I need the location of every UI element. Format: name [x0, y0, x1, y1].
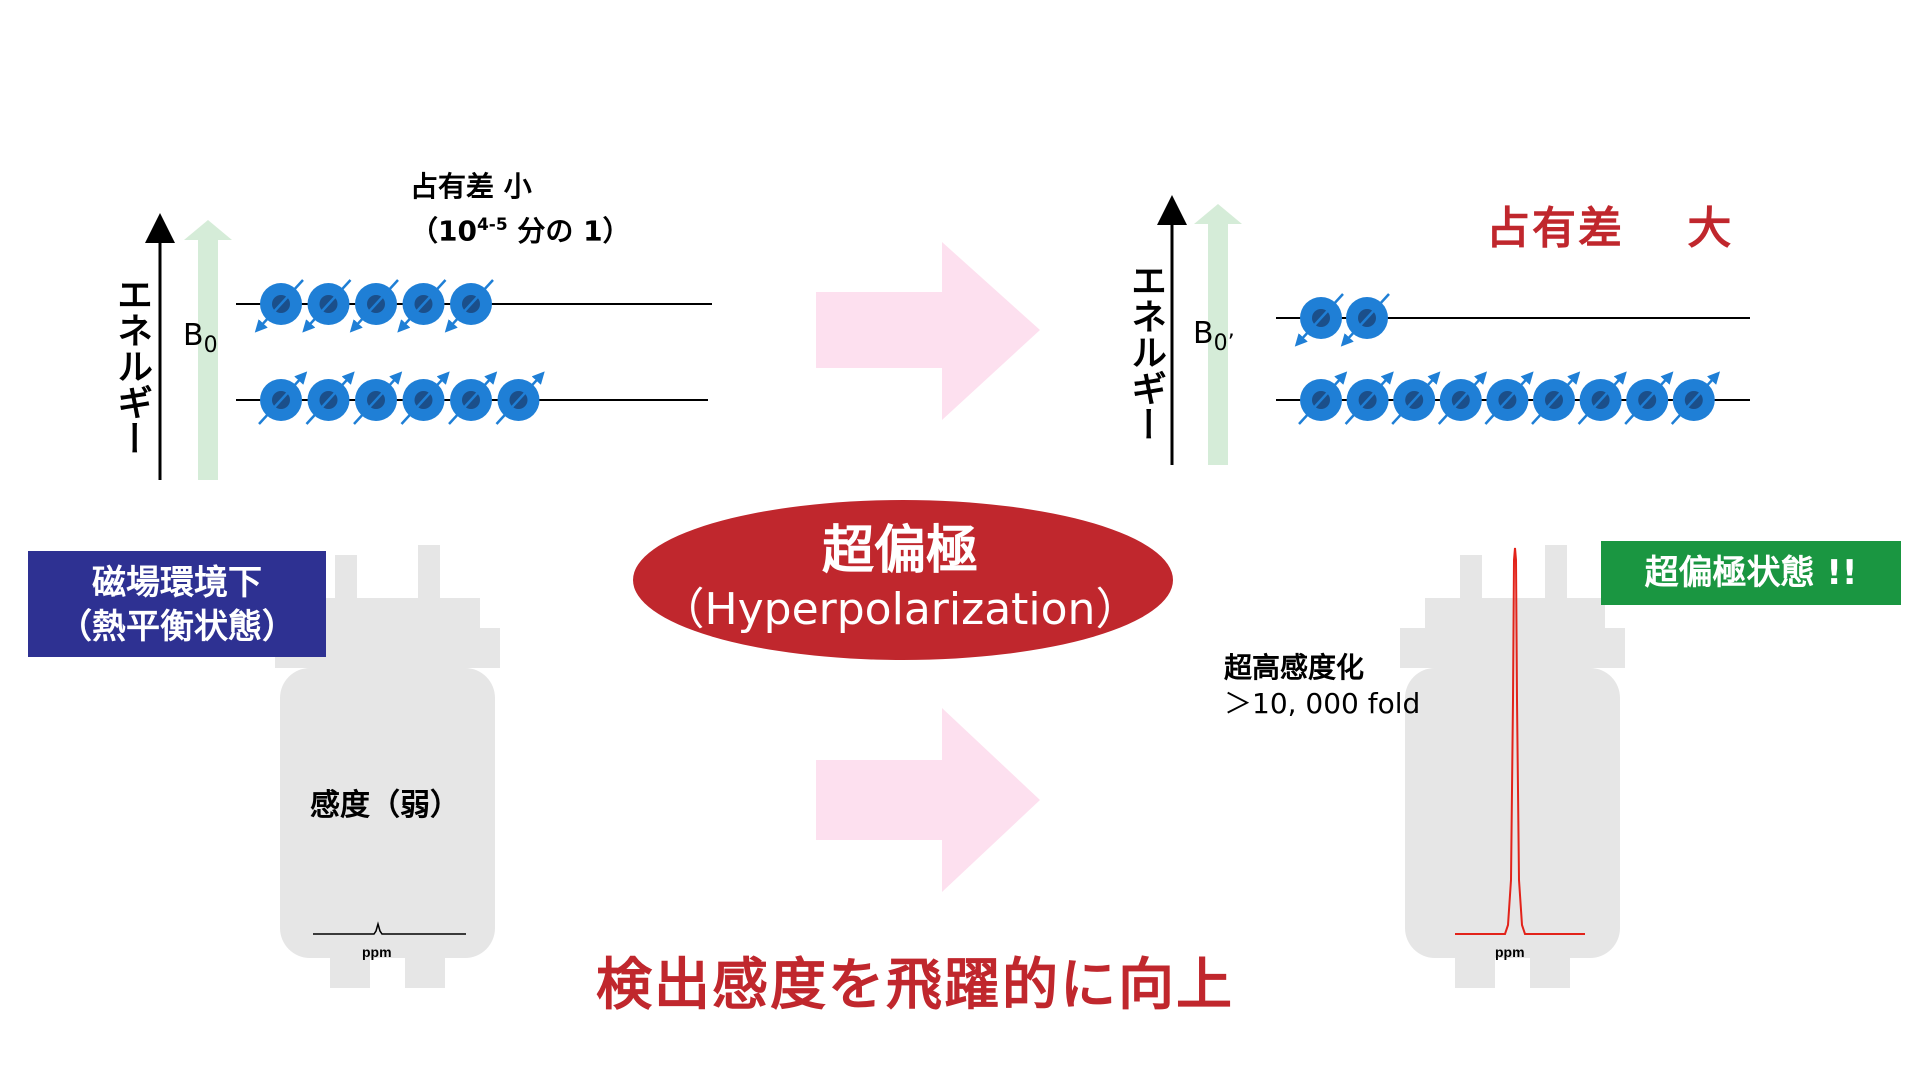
- spin-left-upper: [254, 279, 304, 333]
- spin-right-lower: [1624, 371, 1674, 425]
- bottom-message: 検出感度を飛躍的に向上: [596, 953, 1234, 1018]
- field-arrow-right: [1194, 204, 1242, 465]
- spin-right-lower: [1484, 371, 1534, 425]
- sensitivity-weak-label: 感度（弱）: [310, 788, 460, 823]
- spin-right-lower: [1298, 371, 1348, 425]
- spin-left-lower: [353, 371, 403, 425]
- field-subscript: 0’: [1213, 331, 1235, 356]
- field-subscript: 0: [203, 333, 218, 358]
- field-symbol: B: [183, 318, 204, 353]
- spin-left-lower: [305, 371, 355, 425]
- field-symbol: B: [1193, 316, 1214, 351]
- transition-arrow-top: [816, 242, 1040, 420]
- ratio-exponent: 4-5: [476, 215, 508, 235]
- badge-line-1: 磁場環境下: [92, 563, 262, 603]
- transition-arrow-bottom: [816, 708, 1040, 892]
- occupancy-difference-large: 占有差 大: [1486, 203, 1734, 254]
- ratio-prefix: （10: [410, 214, 477, 248]
- hyperpolarization-subtitle: （Hyperpolarization）: [660, 584, 1140, 635]
- ppm-label-left: ppm: [362, 944, 392, 960]
- spin-left-lower: [495, 371, 545, 425]
- population-ratio: （104-5 分の 1）: [410, 206, 631, 250]
- spin-right-upper: [1340, 293, 1390, 347]
- occupancy-difference-small: 占有差 小: [410, 170, 532, 203]
- hyperpolarization-title: 超偏極: [821, 521, 978, 581]
- occupancy-small-label: 占有差 小 （104-5 分の 1）: [410, 168, 631, 250]
- spin-groups: [254, 279, 1721, 425]
- field-label-left: B0: [183, 318, 218, 358]
- spin-left-upper: [444, 279, 494, 333]
- spin-left-upper: [349, 279, 399, 333]
- spectrum-left: [313, 921, 466, 935]
- spin-left-upper: [397, 279, 447, 333]
- magnet-left: [275, 545, 500, 988]
- spin-right-lower: [1577, 371, 1627, 425]
- hyperpolarization-ellipse: [633, 500, 1173, 660]
- spin-right-lower: [1531, 371, 1581, 425]
- spin-right-lower: [1670, 371, 1721, 425]
- energy-axis-label-left: エネルギー: [111, 276, 152, 456]
- badge-line-2: （熱平衡状態）: [58, 607, 296, 647]
- spin-right-upper: [1294, 293, 1344, 347]
- spin-right-lower: [1344, 371, 1394, 425]
- energy-axis-label-right: エネルギー: [1125, 262, 1166, 442]
- spin-left-lower: [258, 371, 308, 425]
- field-arrow-left: [184, 220, 232, 480]
- spectrum-right: [1455, 547, 1585, 935]
- field-label-right: B0’: [1193, 316, 1235, 356]
- ratio-suffix: 分の 1）: [507, 214, 631, 248]
- spin-right-lower: [1437, 371, 1488, 425]
- ultra-high-sensitivity-label: 超高感度化: [1224, 651, 1365, 684]
- thermal-equilibrium-badge: 磁場環境下 （熱平衡状態）: [28, 551, 326, 657]
- spin-left-upper: [302, 279, 352, 333]
- spin-left-lower: [400, 371, 450, 425]
- spin-right-lower: [1391, 371, 1441, 425]
- hyperpolarized-state-badge: 超偏極状態 !!: [1601, 541, 1901, 605]
- fold-enhancement-label: ＞10, 000 fold: [1224, 687, 1421, 720]
- ppm-label-right: ppm: [1495, 944, 1525, 960]
- spin-left-lower: [448, 371, 498, 425]
